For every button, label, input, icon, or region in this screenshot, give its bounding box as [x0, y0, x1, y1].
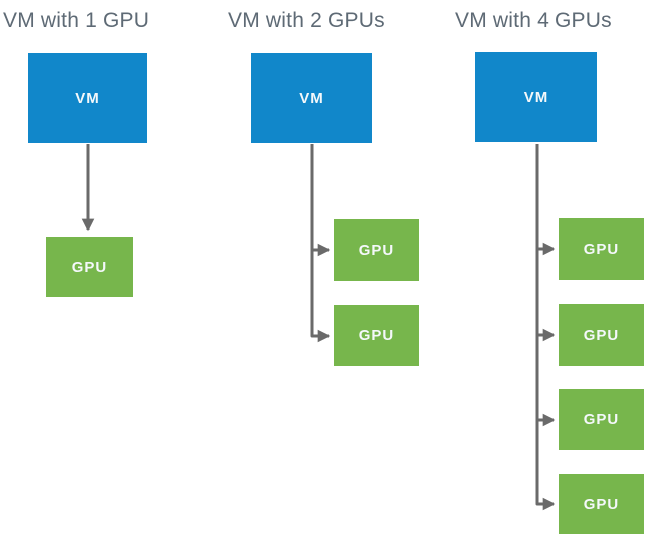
gpu-box-3-4: GPU — [559, 474, 644, 534]
gpu-box-3-3: GPU — [559, 389, 644, 450]
gpu-box-2-1-label: GPU — [358, 241, 395, 259]
gpu-box-3-3-label: GPU — [583, 411, 620, 428]
gpu-box-1-1: GPU — [46, 237, 133, 297]
connector-vm2-trunk — [310, 144, 331, 343]
gpu-box-1-1-label: GPU — [71, 258, 108, 276]
gpu-box-2-1: GPU — [334, 219, 419, 281]
gpu-box-3-1: GPU — [559, 218, 644, 280]
column-1-title: VM with 1 GPU — [3, 9, 150, 32]
vm-box-1-label: VM — [75, 89, 100, 107]
gpu-box-3-2: GPU — [559, 304, 644, 366]
vm-box-3: VM — [475, 52, 597, 142]
gpu-box-3-2-label: GPU — [583, 326, 620, 344]
gpu-box-3-4-label: GPU — [583, 495, 620, 513]
vm-box-3-label: VM — [523, 88, 549, 106]
gpu-box-3-1-label: GPU — [583, 240, 620, 258]
vm-box-2-label: VM — [299, 89, 324, 107]
gpu-box-2-2: GPU — [334, 305, 419, 366]
vm-box-2: VM — [251, 53, 372, 143]
vm-box-1: VM — [28, 53, 147, 143]
column-2-title: VM with 2 GPUs — [228, 9, 385, 32]
gpu-box-2-2-label: GPU — [358, 327, 395, 344]
connector-vm4-trunk — [535, 144, 556, 511]
column-3-title: VM with 4 GPUs — [455, 9, 612, 32]
